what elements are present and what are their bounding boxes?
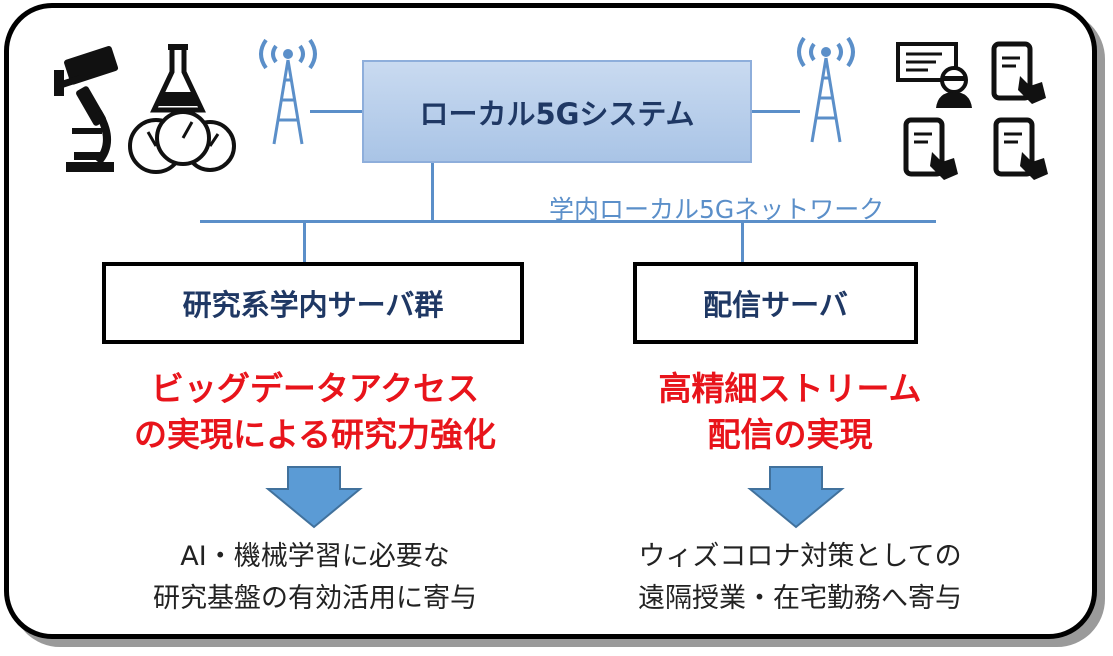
left-outcome-line2: の実現による研究力強化 <box>133 415 496 454</box>
tablet-icon <box>903 117 958 180</box>
left-contribution: AI・機械学習に必要な 研究基盤の有効活用に寄与 <box>60 536 570 620</box>
right-contribution-line2: 遠隔授業・在宅勤務へ寄与 <box>638 583 962 614</box>
gauges-icon <box>128 110 236 174</box>
antenna-link-left <box>310 110 362 113</box>
right-outcome: 高精細ストリーム 配信の実現 <box>580 366 1000 458</box>
right-contribution: ウィズコロナ対策としての 遠隔授業・在宅勤務へ寄与 <box>580 536 1020 620</box>
down-arrow-icon <box>265 466 363 529</box>
left-contribution-line2: 研究基盤の有効活用に寄与 <box>153 583 477 614</box>
delivery-server-link <box>741 222 744 262</box>
flask-icon <box>150 44 206 113</box>
left-outcome: ビッグデータアクセス の実現による研究力強化 <box>70 366 560 458</box>
tablet-icon <box>991 41 1046 104</box>
microscope-icon <box>66 86 114 172</box>
network-backbone <box>200 220 936 223</box>
research-server-link <box>303 222 306 262</box>
right-contribution-line1: ウィズコロナ対策としての <box>638 541 962 572</box>
network-label: 学内ローカル5Gネットワーク <box>549 195 885 224</box>
presenter-icon <box>896 42 972 108</box>
system-downlink <box>431 163 434 221</box>
antenna-left-icon <box>259 38 317 145</box>
antenna-link-right <box>752 110 800 113</box>
delivery-server-label: 配信サーバ <box>703 288 848 322</box>
security-camera-icon <box>54 46 119 96</box>
research-server-box: 研究系学内サーバ群 <box>102 262 524 344</box>
right-outcome-line2: 配信の実現 <box>707 415 873 454</box>
down-arrow-icon <box>747 466 845 529</box>
right-outcome-line1: 高精細ストリーム <box>658 369 922 408</box>
left-contribution-line1: AI・機械学習に必要な <box>180 541 450 572</box>
local-5g-system-box: ローカル5Gシステム <box>362 60 752 163</box>
antenna-right-icon <box>797 36 855 143</box>
tablet-icon <box>993 117 1048 180</box>
research-server-label: 研究系学内サーバ群 <box>182 288 444 322</box>
left-outcome-line1: ビッグデータアクセス <box>150 369 480 408</box>
delivery-server-box: 配信サーバ <box>633 262 918 344</box>
system-title: ローカル5Gシステム <box>419 96 695 131</box>
